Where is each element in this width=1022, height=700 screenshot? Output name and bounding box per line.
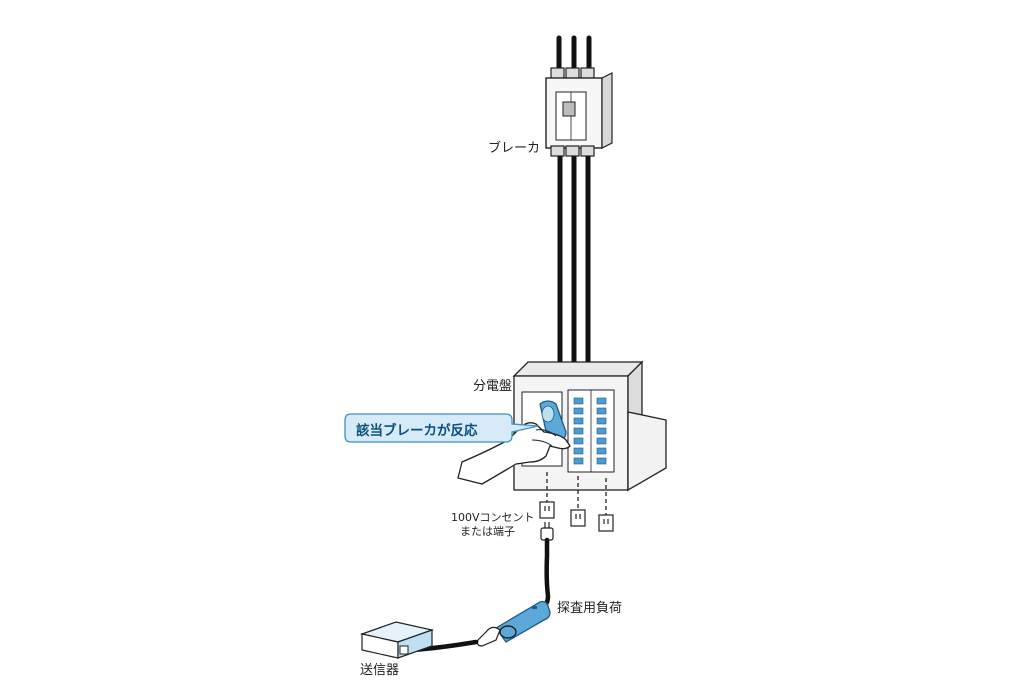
probe-load: [476, 600, 551, 647]
outlets: [539, 501, 614, 532]
transmitter: [359, 621, 435, 659]
outlet-label-line2: または端子: [460, 525, 515, 538]
probe-load-label: 探査用負荷: [557, 601, 623, 616]
feeder-cables: [557, 156, 591, 380]
breaker-label: ブレーカ: [488, 141, 541, 156]
cord: [537, 537, 551, 611]
outlet-target: [539, 501, 555, 519]
outlet-label-line1: 100Vコンセント: [451, 511, 535, 524]
outlet-2: [570, 509, 586, 527]
transmitter-label: 送信器: [360, 663, 400, 678]
callout-text: 該当ブレーカが反応: [356, 423, 478, 439]
plug: [540, 522, 554, 541]
outlet-3: [598, 514, 614, 532]
branch-breakers: [573, 397, 607, 465]
breaker: [545, 35, 613, 157]
callout-bubble: [344, 413, 539, 443]
panel-label: 分電盤: [473, 379, 513, 394]
branch-circuits: [546, 472, 607, 515]
